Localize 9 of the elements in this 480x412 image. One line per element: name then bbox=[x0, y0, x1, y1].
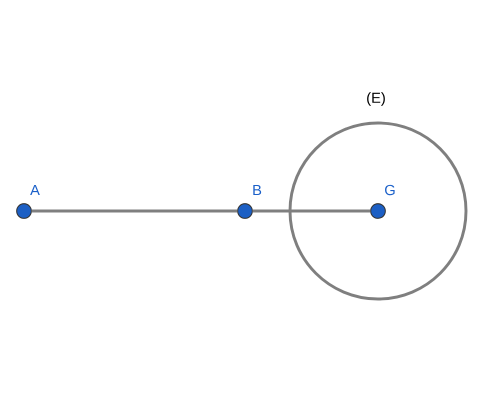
node-label: B bbox=[253, 184, 262, 196]
node-label: G bbox=[385, 184, 395, 196]
line-segment bbox=[252, 210, 370, 212]
line-segment bbox=[32, 210, 238, 212]
labeled-point: A bbox=[16, 184, 40, 219]
labeled-point: G bbox=[370, 184, 395, 219]
node-label: A bbox=[30, 184, 40, 196]
circle-label: (E) bbox=[367, 92, 385, 106]
labeled-point: B bbox=[237, 184, 262, 219]
